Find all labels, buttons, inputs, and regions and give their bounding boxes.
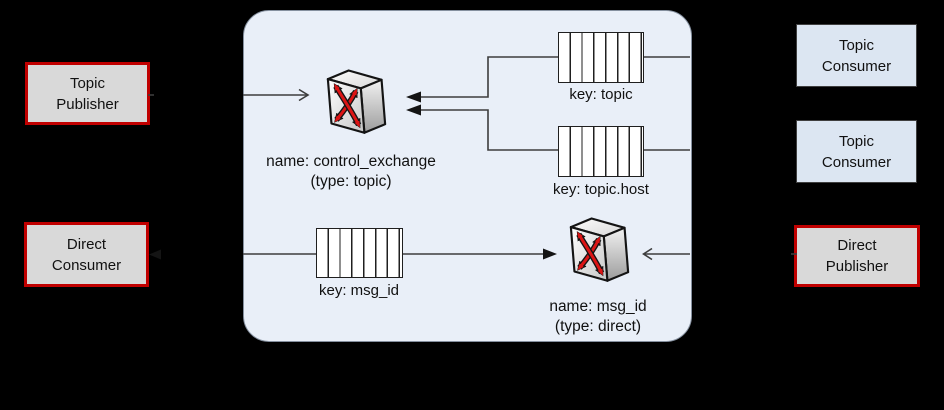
queue-topic-host-label: key: topic.host [553, 181, 649, 198]
node-direct-consumer: Direct Consumer [24, 222, 149, 287]
topic-exchange-type-label: (type: topic) [310, 173, 392, 190]
topic-exchange-switch-icon [320, 57, 388, 147]
node-topic-publisher: Topic Publisher [25, 62, 150, 125]
node-topic-consumer-2: Topic Consumer [796, 120, 917, 183]
node-topic-publisher-label: Topic Publisher [56, 74, 119, 113]
queue-msg-id-icon [316, 228, 403, 278]
node-topic-consumer-1: Topic Consumer [796, 24, 917, 87]
queue-topic-host-icon [558, 126, 644, 177]
node-direct-publisher: Direct Publisher [794, 225, 920, 287]
topic-exchange-name-label: name: control_exchange [266, 153, 436, 170]
queue-msg-id-label: key: msg_id [318, 282, 400, 299]
direct-exchange-type-label: (type: direct) [554, 318, 642, 335]
node-topic-consumer-2-label: Topic Consumer [821, 132, 892, 171]
direct-exchange-name-label: name: msg_id [549, 298, 647, 315]
queue-topic-label: key: topic [569, 86, 633, 103]
node-direct-consumer-label: Direct Consumer [51, 235, 122, 274]
node-topic-consumer-1-label: Topic Consumer [821, 36, 892, 75]
queue-topic-icon [558, 32, 644, 83]
direct-exchange-switch-icon [563, 205, 631, 295]
node-direct-publisher-label: Direct Publisher [825, 237, 889, 275]
